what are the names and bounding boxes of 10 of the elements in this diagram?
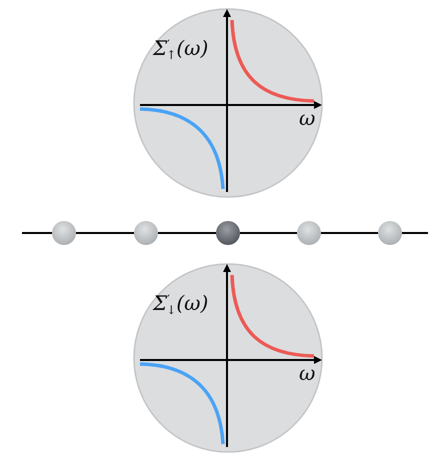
function-label: Σ$^{′}$$_{↑}$(ω) [153, 38, 208, 61]
chain-line [22, 232, 52, 234]
axis-label: ω [299, 108, 316, 128]
function-label: Σ$^{′}$$_{↓}$(ω) [153, 293, 208, 316]
chain-line [76, 232, 134, 234]
chain-line [402, 232, 428, 234]
chain-line [158, 232, 216, 234]
chain-line [240, 232, 297, 234]
axis-label: ω [299, 363, 316, 383]
chain-line [321, 232, 378, 234]
